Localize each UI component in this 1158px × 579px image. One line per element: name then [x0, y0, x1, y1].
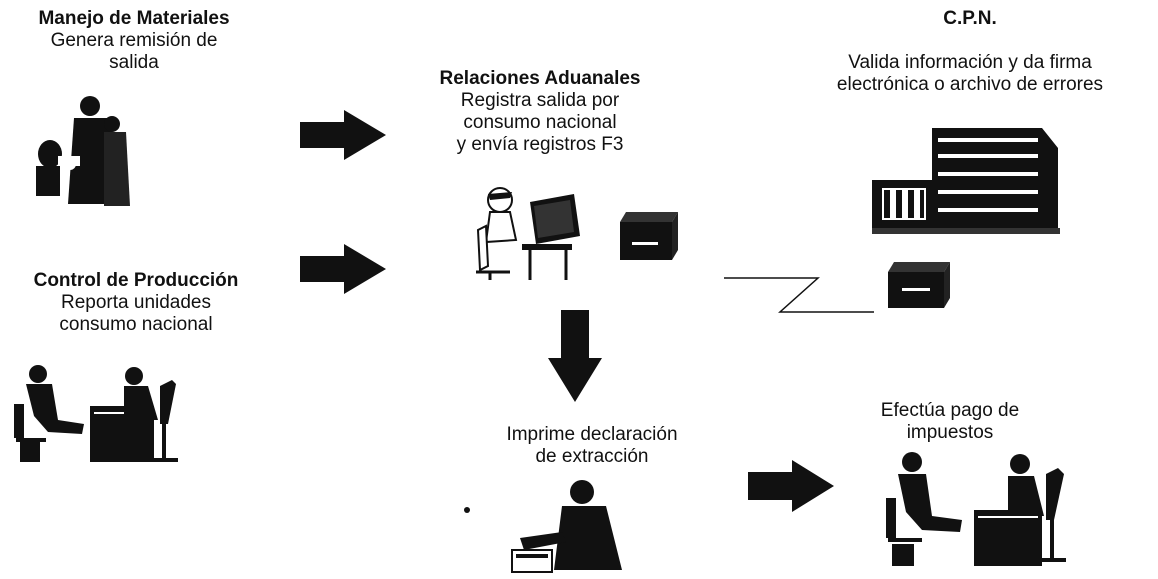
node-description: electrónica o archivo de errores: [836, 74, 1104, 95]
node-manejo-materiales: Manejo de Materiales Genera remisión de …: [0, 8, 268, 74]
node-description: impuestos: [906, 422, 994, 443]
node-title: Relaciones Aduanales: [439, 68, 641, 89]
printer-person-icon: [511, 480, 622, 573]
node-description: consumo nacional: [463, 112, 617, 133]
decorative-dot-icon: [464, 507, 470, 513]
node-description: consumo nacional: [59, 314, 213, 335]
node-relaciones-aduanales: Relaciones Aduanales Registra salida por…: [410, 68, 670, 156]
node-imprime-declaracion: Imprime declaración de extracción: [462, 424, 722, 468]
node-cpn: C.P.N. Valida información y da firma ele…: [800, 8, 1140, 96]
node-description: de extracción: [535, 446, 649, 467]
network-link-icon: [724, 277, 874, 313]
node-description: salida: [109, 52, 159, 73]
computer-user-icon: [476, 187, 580, 280]
flow-arrow-icon: [748, 460, 834, 512]
node-description: Reporta unidades: [61, 292, 211, 313]
business-people-icon: [36, 96, 130, 206]
node-description: Valida información y da firma: [848, 52, 1092, 73]
node-description: Efectúa pago de: [880, 400, 1020, 421]
node-efectua-pago: Efectúa pago de impuestos: [840, 400, 1060, 444]
meeting-at-desk-icon: [886, 452, 1066, 566]
flow-arrow-icon: [300, 110, 386, 160]
node-title: Manejo de Materiales: [38, 8, 230, 29]
flow-arrow-icon: [300, 244, 386, 294]
node-title: C.P.N.: [943, 8, 997, 29]
disk-drive-icon: [620, 212, 678, 260]
node-description: Registra salida por: [460, 90, 620, 111]
flow-arrow-icon: [548, 310, 602, 402]
building-icon: [872, 128, 1060, 234]
node-description: y envía registros F3: [456, 134, 624, 155]
meeting-at-desk-icon: [14, 365, 178, 462]
node-control-produccion: Control de Producción Reporta unidades c…: [0, 270, 272, 336]
node-description: Genera remisión de: [50, 30, 218, 51]
node-description: Imprime declaración: [506, 424, 678, 445]
disk-drive-icon: [888, 262, 950, 308]
node-title: Control de Producción: [33, 270, 239, 291]
